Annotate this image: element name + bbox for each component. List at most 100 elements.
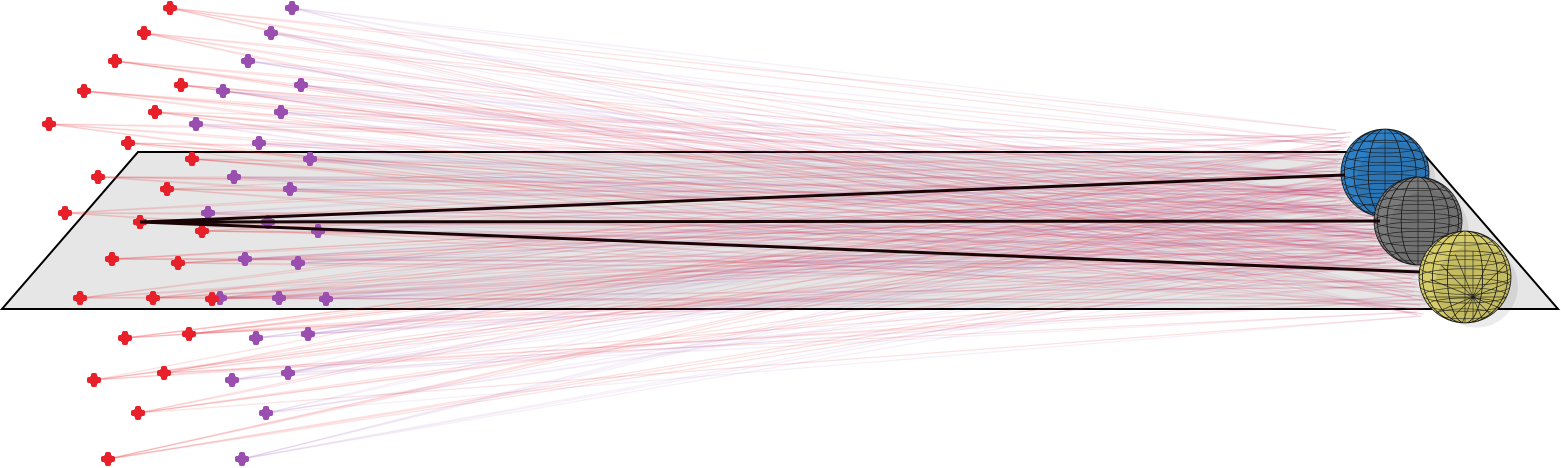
ray bbox=[211, 243, 1427, 300]
red-marker bbox=[163, 1, 177, 15]
ray bbox=[233, 176, 1417, 272]
ray bbox=[289, 188, 1340, 211]
ray bbox=[219, 286, 1416, 299]
ray bbox=[270, 32, 1418, 316]
ray bbox=[127, 142, 1349, 173]
marker-field bbox=[42, 1, 333, 466]
purple-marker bbox=[201, 206, 215, 220]
ray bbox=[265, 235, 1378, 414]
purple-marker bbox=[252, 136, 266, 150]
ray bbox=[152, 226, 1416, 299]
ray bbox=[300, 84, 1415, 247]
purple-marker bbox=[285, 1, 299, 15]
ray bbox=[97, 176, 1417, 272]
ray bbox=[83, 90, 1415, 277]
ray bbox=[107, 255, 1421, 460]
ray bbox=[111, 252, 1412, 260]
ray bbox=[169, 7, 1418, 286]
red-marker bbox=[131, 406, 145, 420]
ray bbox=[195, 123, 1338, 156]
ray bbox=[231, 281, 1417, 381]
ray bbox=[211, 230, 1420, 300]
ray bbox=[325, 230, 1420, 300]
ground-plane bbox=[0, 151, 1561, 310]
ray bbox=[287, 311, 1417, 374]
ray bbox=[180, 84, 1341, 195]
ray bbox=[280, 111, 1376, 201]
ray bbox=[154, 111, 1383, 214]
ray bbox=[267, 221, 1389, 243]
ray bbox=[188, 212, 1349, 335]
ray bbox=[309, 158, 1353, 177]
purple-marker bbox=[259, 406, 273, 420]
ray bbox=[307, 184, 1381, 335]
ray bbox=[177, 217, 1348, 264]
ray bbox=[137, 160, 1340, 414]
ray bbox=[163, 311, 1417, 374]
ray bbox=[307, 264, 1424, 335]
ray bbox=[222, 90, 1383, 184]
purple-marker bbox=[272, 291, 286, 305]
red-marker bbox=[160, 182, 174, 196]
ray bbox=[270, 32, 1429, 303]
purple-marker bbox=[281, 366, 295, 380]
ray bbox=[258, 142, 1424, 315]
purple-marker bbox=[189, 117, 203, 131]
ray bbox=[201, 230, 1382, 260]
ray bbox=[177, 189, 1379, 264]
ray bbox=[152, 148, 1345, 299]
ray bbox=[265, 248, 1385, 414]
ray bbox=[124, 260, 1420, 339]
ray bbox=[48, 123, 1338, 156]
ray bbox=[289, 188, 1428, 289]
ray bbox=[325, 165, 1338, 300]
ray bbox=[219, 297, 1423, 301]
sphere-grid bbox=[1419, 231, 1511, 323]
ray bbox=[258, 142, 1342, 160]
ray bbox=[219, 219, 1379, 299]
ray bbox=[247, 60, 1341, 165]
ray bbox=[231, 214, 1381, 381]
purple-marker bbox=[274, 105, 288, 119]
ray bbox=[297, 217, 1348, 264]
ray bbox=[154, 111, 1345, 139]
ray bbox=[191, 158, 1424, 255]
ray bbox=[188, 264, 1424, 335]
red-marker bbox=[121, 136, 135, 150]
ray bbox=[300, 84, 1341, 195]
ray bbox=[107, 190, 1340, 460]
ray bbox=[265, 173, 1347, 414]
ray bbox=[289, 132, 1346, 190]
ray bbox=[48, 123, 1349, 143]
ray bbox=[169, 7, 1382, 219]
ray bbox=[270, 32, 1386, 223]
ray bbox=[300, 84, 1372, 257]
ray bbox=[64, 212, 1414, 293]
ray bbox=[247, 60, 1422, 230]
ray bbox=[211, 178, 1345, 300]
purple-marker bbox=[283, 182, 297, 196]
ray bbox=[107, 242, 1415, 460]
purple-marker bbox=[291, 256, 305, 270]
ray bbox=[255, 180, 1377, 339]
ray bbox=[127, 142, 1342, 160]
ray bbox=[139, 153, 1344, 223]
ray bbox=[195, 123, 1387, 218]
ray bbox=[111, 200, 1337, 260]
ray bbox=[180, 84, 1415, 247]
ray bbox=[265, 160, 1340, 414]
ray bbox=[211, 165, 1338, 300]
ray bbox=[143, 32, 1386, 223]
ray bbox=[97, 176, 1353, 207]
ray bbox=[166, 188, 1421, 276]
ray bbox=[195, 123, 1413, 298]
ray bbox=[219, 131, 1352, 299]
ray bbox=[233, 176, 1353, 207]
ray bbox=[107, 177, 1351, 460]
ray bbox=[169, 7, 1343, 144]
purple-marker bbox=[225, 373, 239, 387]
ray bbox=[325, 178, 1345, 300]
ray bbox=[231, 139, 1343, 381]
ray bbox=[291, 7, 1382, 219]
